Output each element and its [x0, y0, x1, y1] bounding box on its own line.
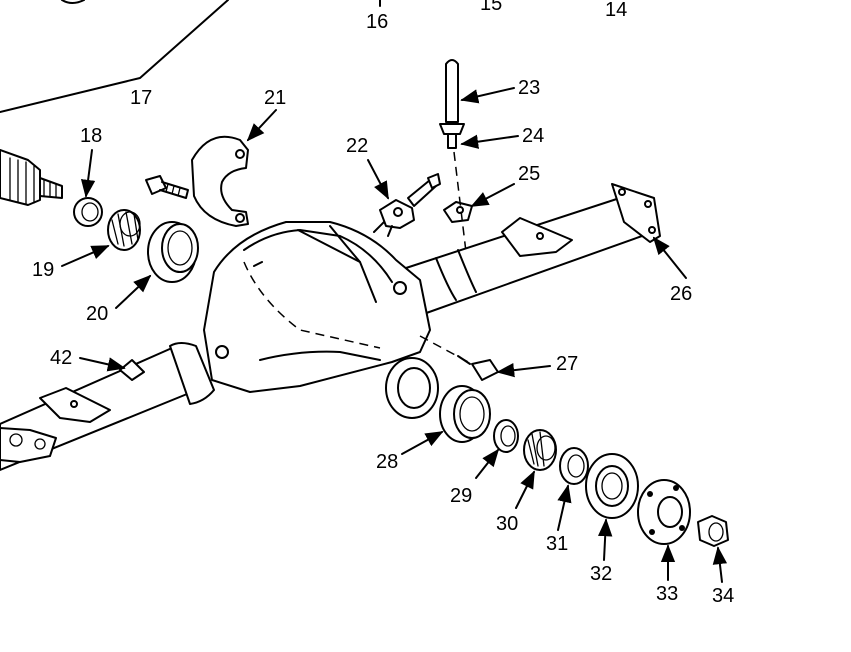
leader-arrows: [61, 87, 728, 583]
callout-25: 25: [518, 163, 541, 185]
leader-20: [115, 274, 152, 309]
part-28-bearing-cup: [439, 385, 491, 443]
callout-16: 16: [366, 11, 389, 33]
leader-19: [61, 245, 110, 267]
part-18-pinion-bearing: [73, 197, 103, 227]
callout-34: 34: [712, 585, 735, 607]
leader-28: [401, 431, 444, 455]
callout-27: 27: [556, 353, 579, 375]
part-20-seal: [147, 221, 199, 283]
leader-25: [470, 183, 515, 207]
pinion-bolt-part: [145, 175, 189, 199]
leader-18: [80, 149, 96, 198]
leader-30: [515, 470, 535, 509]
part-33-flange: [637, 479, 691, 545]
callout-32: 32: [590, 563, 613, 585]
leader-32: [597, 518, 613, 561]
callout-17: 17: [130, 87, 153, 109]
part-34-nut: [697, 515, 729, 547]
bolt-dash-line: [419, 335, 473, 365]
callout-29: 29: [450, 485, 473, 507]
top-fragment: [0, 0, 381, 113]
callout-22: 22: [346, 135, 369, 157]
leader-31: [557, 484, 572, 531]
callout-30: 30: [496, 513, 519, 535]
differential-housing: [203, 221, 439, 419]
part-29-ring: [493, 419, 519, 453]
part-21-bearing-cap: [191, 135, 249, 227]
left-axle-tube: [0, 342, 215, 471]
part-22-sensor: [373, 173, 441, 237]
vent-dash-line: [453, 151, 467, 253]
leader-34: [712, 546, 728, 583]
right-axle-tube: [405, 183, 661, 317]
leader-29: [475, 448, 500, 479]
callout-42: 42: [50, 347, 73, 369]
part-23-vent-hose: [439, 59, 465, 149]
callout-24: 24: [522, 125, 545, 147]
callout-33: 33: [656, 583, 679, 605]
leader-42: [79, 357, 126, 372]
callout-26: 26: [670, 283, 693, 305]
part-32-seal: [585, 453, 639, 519]
callout-15: 15: [480, 0, 503, 15]
axle-shaft-part: [0, 149, 63, 206]
leader-22: [367, 159, 389, 200]
part-19-tapered-bearing: [107, 209, 141, 251]
callout-23: 23: [518, 77, 541, 99]
leader-21: [246, 109, 277, 142]
leader-26: [652, 236, 687, 279]
part-25-vent-fitting: [443, 201, 473, 223]
callout-20: 20: [86, 303, 109, 325]
leader-27: [496, 362, 551, 378]
leader-24: [460, 134, 519, 149]
callout-21: 21: [264, 87, 287, 109]
callout-14: 14: [605, 0, 628, 21]
leader-23: [460, 87, 515, 104]
callout-31: 31: [546, 533, 569, 555]
callout-18: 18: [80, 125, 103, 147]
part-30-tapered-bearing: [523, 429, 557, 471]
callout-28: 28: [376, 451, 399, 473]
callout-19: 19: [32, 259, 55, 281]
part-31-washer: [559, 447, 589, 485]
